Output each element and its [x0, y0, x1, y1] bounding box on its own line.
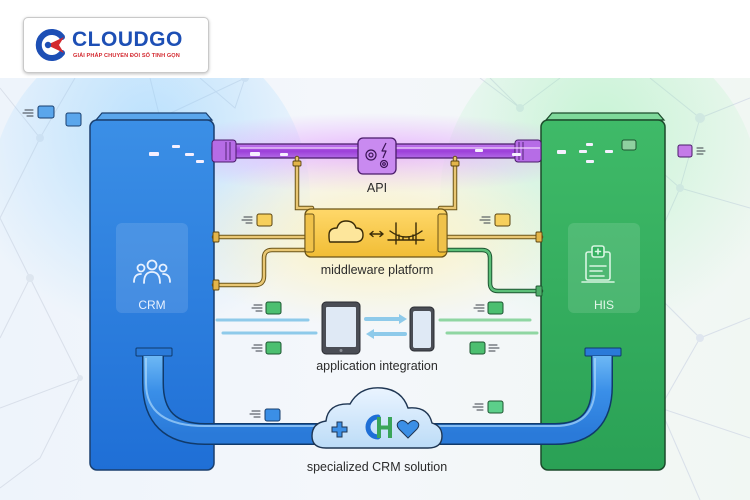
- integration-diagram: API middleware platform application inte…: [0, 78, 750, 500]
- gears-lightning-icon: [365, 142, 389, 169]
- crm-label: CRM: [138, 298, 166, 312]
- his-card: [568, 223, 640, 313]
- crm-system[interactable]: [89, 112, 215, 471]
- brand-tagline: GIẢI PHÁP CHUYỂN ĐỔI SỐ TINH GỌN: [73, 53, 180, 59]
- users-icon: [133, 259, 171, 284]
- his-label: HIS: [593, 298, 615, 312]
- diagram-canvas: [0, 78, 750, 500]
- middleware-label: middleware platform: [320, 263, 434, 277]
- cloudgo-logo[interactable]: CLOUDGO GIẢI PHÁP CHUYỂN ĐỔI SỐ TINH GỌN: [23, 17, 209, 73]
- api-node[interactable]: [357, 137, 397, 175]
- tablet-icon[interactable]: [321, 301, 361, 355]
- hospital-clipboard-icon: [581, 245, 615, 283]
- port-connectors: [212, 160, 543, 297]
- cloud-bridge-icon: [328, 220, 425, 245]
- speed-lines: [22, 109, 706, 418]
- document-icons: [37, 105, 693, 422]
- app-integration-lines: [215, 314, 539, 339]
- app-integration-label: application integration: [316, 359, 438, 373]
- cloudgo-logo-icon: [35, 29, 65, 61]
- phone-icon[interactable]: [409, 306, 435, 352]
- middleware-node[interactable]: [304, 208, 448, 258]
- data-stream: [149, 143, 613, 163]
- middleware-lines: [211, 155, 544, 294]
- crm-card: [116, 223, 188, 313]
- brand-name: CLOUDGO: [72, 28, 183, 51]
- crm-solution-label: specialized CRM solution: [306, 460, 448, 474]
- cloud-ch-icon: [331, 414, 420, 440]
- header: CLOUDGO GIẢI PHÁP CHUYỂN ĐỔI SỐ TINH GỌN: [0, 0, 750, 78]
- api-label: API: [366, 181, 388, 195]
